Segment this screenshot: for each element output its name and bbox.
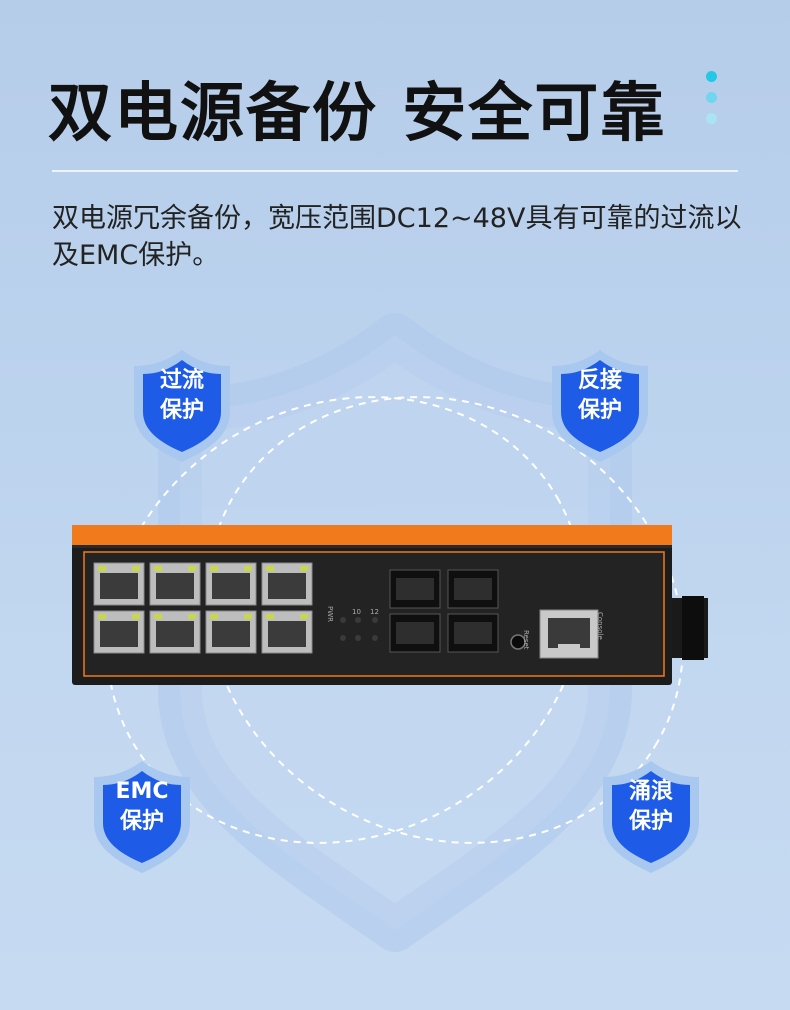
ethernet-port-icon — [261, 610, 313, 654]
ethernet-port-icon — [205, 562, 257, 606]
led-label-pwr: PWR — [326, 606, 334, 623]
shield-icon — [552, 350, 648, 462]
badge-line1: 过流 — [159, 368, 204, 393]
dot-icon — [706, 71, 717, 82]
badge-overcurrent: 过流保护 — [128, 346, 236, 464]
port-number-12: 12 — [370, 608, 379, 616]
ethernet-port-icon — [261, 562, 313, 606]
badge-line1: 涌浪 — [628, 779, 673, 804]
ethernet-port-icon — [149, 610, 201, 654]
port-number-10: 10 — [352, 608, 361, 616]
divider — [52, 170, 738, 172]
badge-line2: 保护 — [577, 398, 622, 423]
badge-line2: 保护 — [159, 398, 204, 423]
ethernet-port-group — [93, 562, 313, 654]
badge-emc: EMC 保护 — [88, 757, 196, 875]
dot-icon — [706, 92, 717, 103]
badge-line1: EMC — [115, 779, 169, 804]
ethernet-port-icon — [93, 610, 145, 654]
dot-icon — [706, 113, 717, 124]
badge-line2: 保护 — [628, 809, 673, 834]
page-title: 双电源备份 安全可靠 — [48, 77, 667, 151]
ethernet-port-icon — [149, 562, 201, 606]
badge-line1: 反接 — [577, 368, 622, 393]
shield-icon — [134, 350, 230, 462]
shield-icon — [603, 761, 699, 873]
badge-reverse: 反接保护 — [546, 346, 654, 464]
ethernet-port-icon — [205, 610, 257, 654]
console-label: Console — [596, 612, 604, 640]
badge-surge: 涌浪保护 — [597, 757, 705, 875]
reset-label: Reset — [522, 630, 530, 650]
decorative-dots — [706, 71, 720, 134]
badge-line2: 保护 — [119, 809, 164, 834]
ethernet-port-icon — [93, 562, 145, 606]
shield-icon — [94, 761, 190, 873]
description-text: 双电源冗余备份，宽压范围DC12~48V具有可靠的过流以及EMC保护。 — [52, 203, 742, 271]
